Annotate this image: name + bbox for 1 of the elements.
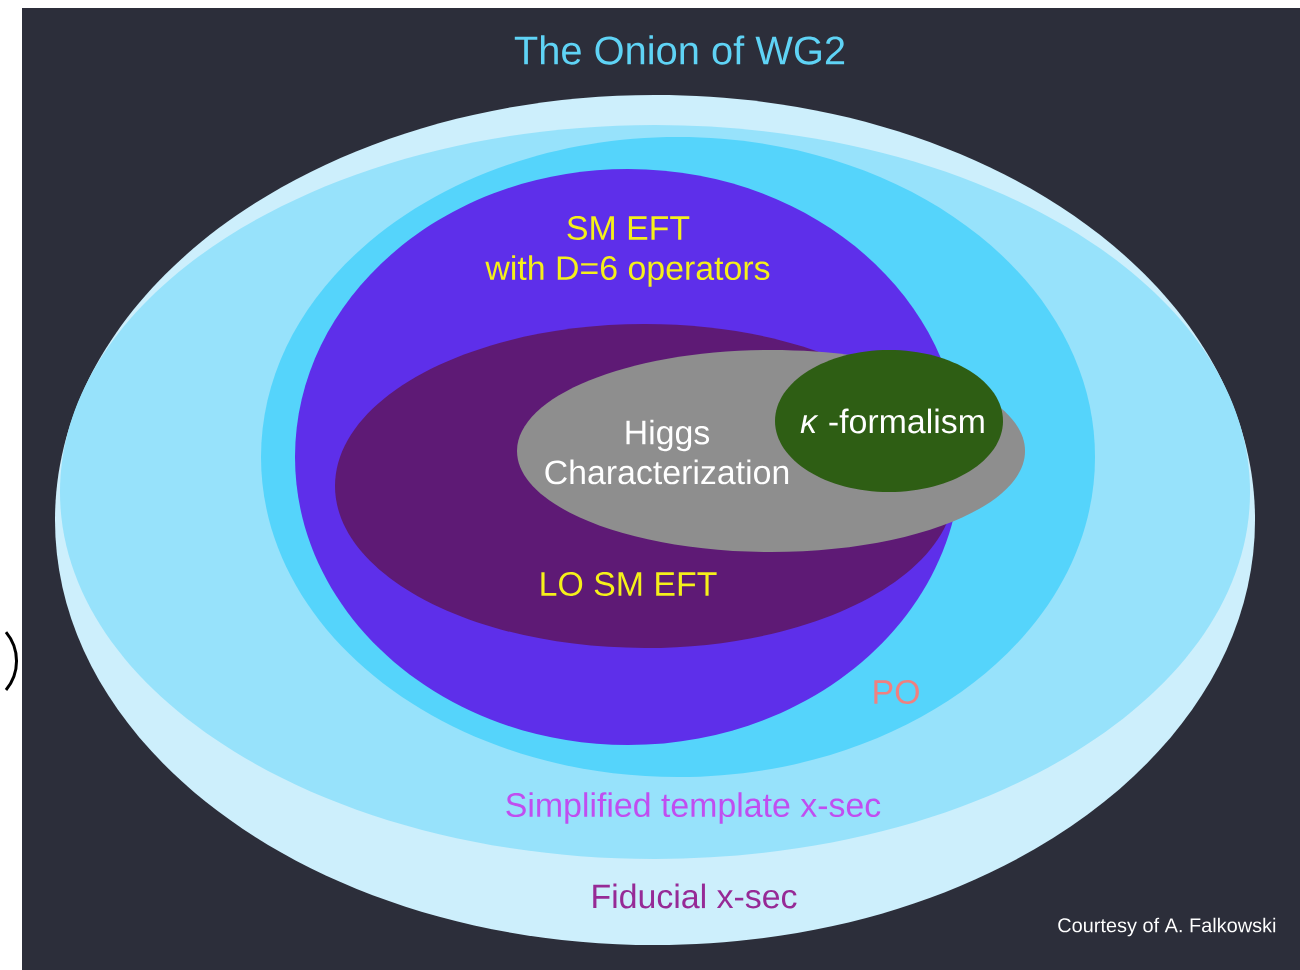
title: The Onion of WG2 <box>514 35 845 65</box>
